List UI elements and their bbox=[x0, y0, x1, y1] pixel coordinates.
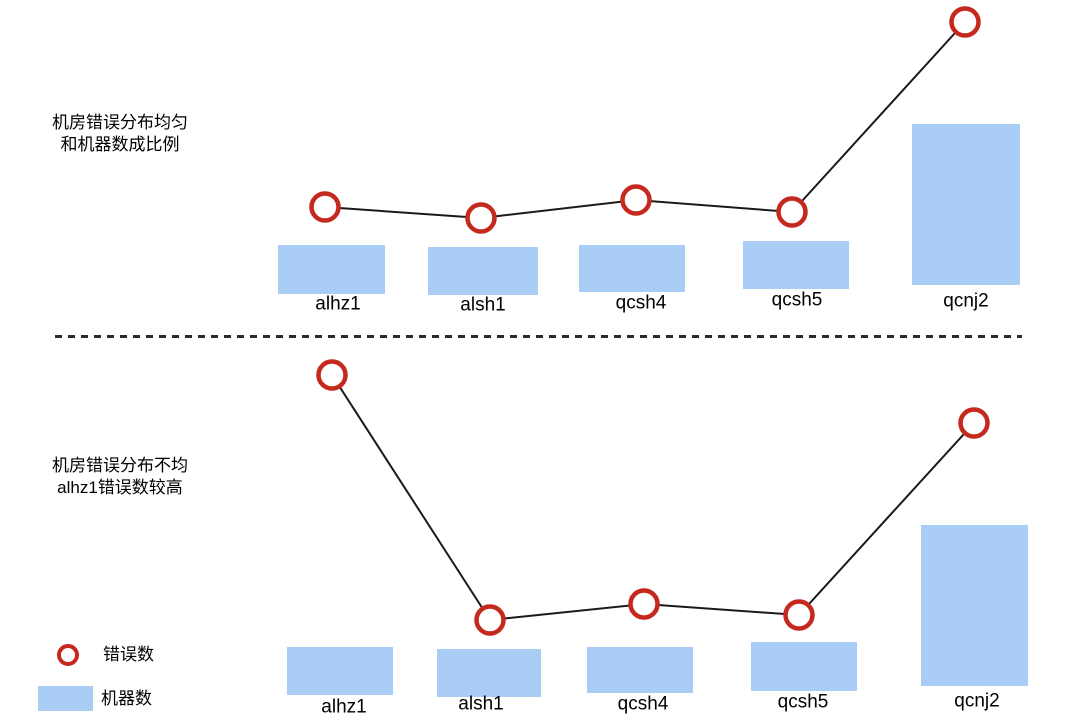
category-label-alsh1: alsh1 bbox=[460, 295, 505, 316]
category-label-qcsh4: qcsh4 bbox=[616, 293, 667, 314]
machine-count-bar-qcnj2 bbox=[912, 124, 1020, 285]
category-label-alsh1: alsh1 bbox=[458, 694, 503, 715]
annotation-line-1: 机房错误分布均匀 bbox=[52, 113, 188, 132]
machine-count-bar-qcsh4 bbox=[587, 647, 693, 693]
category-label-qcsh5: qcsh5 bbox=[778, 692, 829, 713]
top-panel-annotation: 机房错误分布均匀 和机器数成比例 bbox=[15, 112, 225, 156]
error-count-point-alhz1 bbox=[309, 191, 341, 223]
machine-count-bar-alsh1 bbox=[437, 649, 541, 697]
error-count-point-alhz1 bbox=[316, 359, 348, 391]
error-count-point-qcsh5 bbox=[783, 599, 815, 631]
error-count-point-qcnj2 bbox=[949, 6, 981, 38]
machine-count-bar-qcsh5 bbox=[743, 241, 849, 289]
bottom-panel-annotation: 机房错误分布不均 alhz1错误数较高 bbox=[15, 455, 225, 499]
machine-count-bar-qcsh5 bbox=[751, 642, 857, 691]
machine-count-bar-qcsh4 bbox=[579, 245, 685, 292]
error-count-point-qcsh4 bbox=[620, 184, 652, 216]
error-count-legend-icon bbox=[57, 644, 79, 666]
category-label-alhz1: alhz1 bbox=[321, 697, 366, 718]
annotation-line-1: 机房错误分布不均 bbox=[52, 456, 188, 475]
error-trend-line bbox=[331, 374, 975, 622]
error-count-point-alsh1 bbox=[465, 202, 497, 234]
category-label-qcnj2: qcnj2 bbox=[954, 691, 999, 712]
error-count-point-qcsh4 bbox=[628, 588, 660, 620]
machine-count-bar-alhz1 bbox=[278, 245, 385, 294]
category-label-qcsh5: qcsh5 bbox=[772, 290, 823, 311]
even-distribution-panel: alhz1 alsh1 qcsh4 qcsh5 qcnj2 bbox=[278, 6, 1020, 316]
annotation-line-2: 和机器数成比例 bbox=[60, 135, 180, 154]
error-count-point-alsh1 bbox=[474, 604, 506, 636]
legend-label-errors: 错误数 bbox=[103, 645, 154, 664]
annotation-line-2: alhz1错误数较高 bbox=[57, 478, 183, 497]
category-label-qcnj2: qcnj2 bbox=[943, 291, 988, 312]
uneven-distribution-panel: alhz1 alsh1 qcsh4 qcsh5 qcnj2 bbox=[287, 359, 1028, 718]
machine-count-bar-alsh1 bbox=[428, 247, 538, 295]
error-count-point-qcnj2 bbox=[958, 407, 990, 439]
category-label-qcsh4: qcsh4 bbox=[618, 694, 669, 715]
machine-count-bar-qcnj2 bbox=[921, 525, 1028, 686]
error-count-point-qcsh5 bbox=[776, 196, 808, 228]
category-label-alhz1: alhz1 bbox=[315, 294, 360, 315]
machine-count-legend-icon bbox=[38, 686, 93, 711]
legend-label-machines: 机器数 bbox=[101, 689, 152, 708]
machine-count-bar-alhz1 bbox=[287, 647, 393, 695]
panel-divider-dashed-line bbox=[55, 335, 1022, 338]
